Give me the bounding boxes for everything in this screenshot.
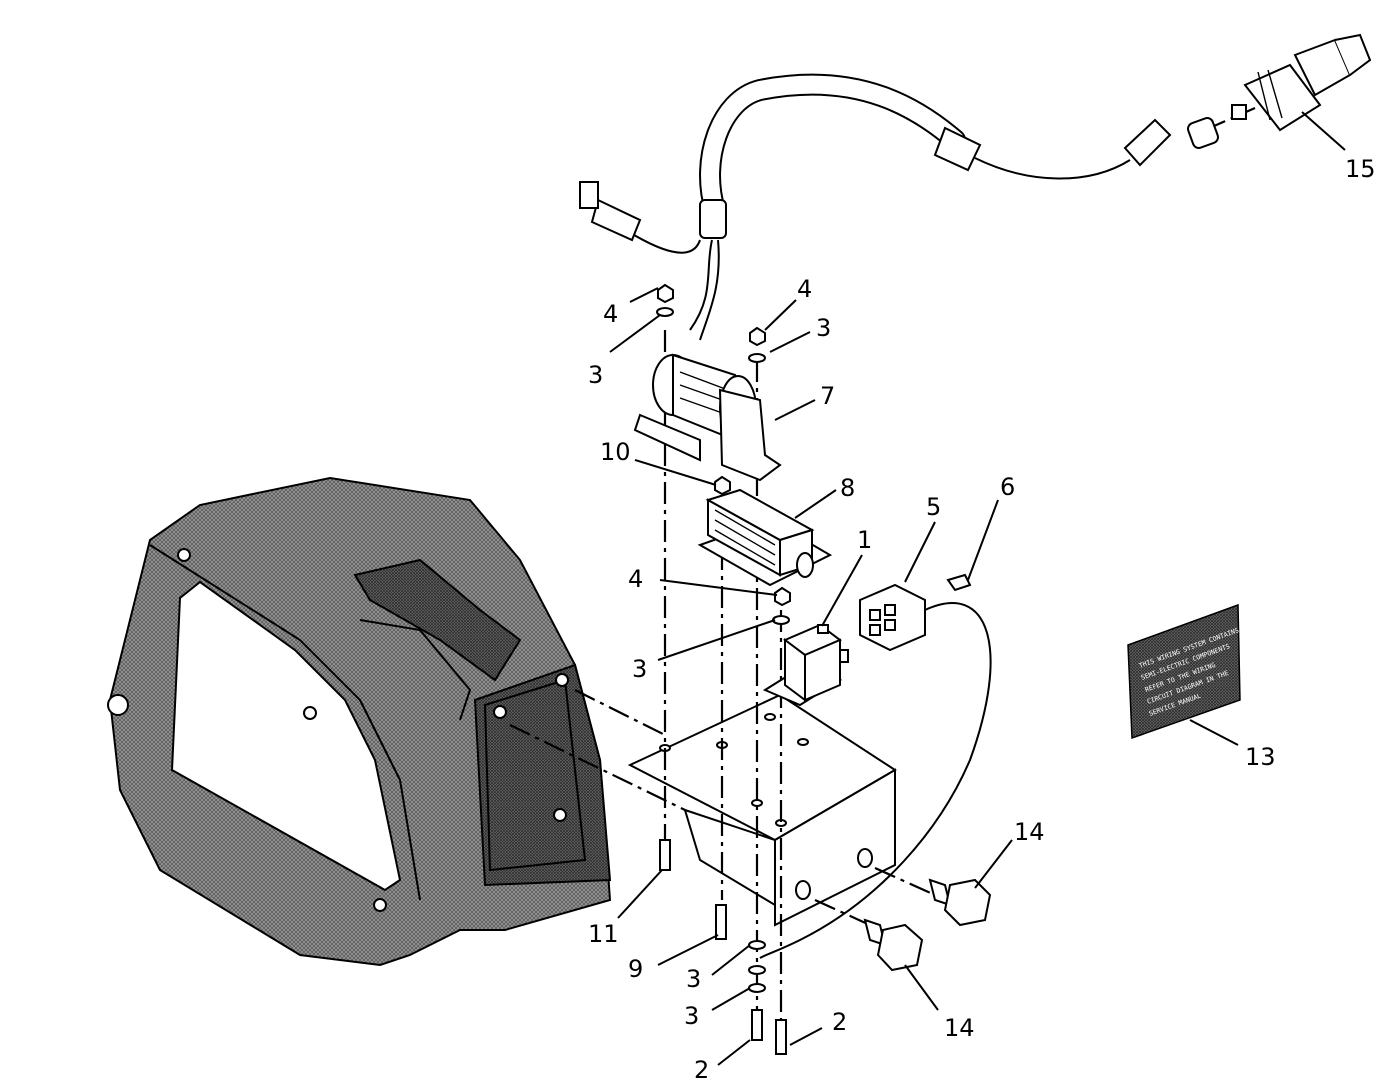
callout-5: 5	[926, 493, 941, 521]
callout-4: 4	[603, 300, 618, 328]
hex-bolts	[863, 878, 992, 972]
leader-lines	[609, 111, 1346, 1066]
callout-3: 3	[816, 314, 831, 342]
callout-13: 13	[1245, 743, 1276, 771]
callout-labels: 15 4 3 4 3 7 10 8 6 5 1 4 3 13 14 11 9 3…	[588, 155, 1376, 1084]
fasteners	[656, 283, 791, 1055]
assembly-lines	[509, 106, 1256, 1020]
connector-harness	[759, 573, 992, 959]
callout-1: 1	[857, 526, 872, 554]
callout-4: 4	[628, 565, 643, 593]
callout-2: 2	[694, 1056, 709, 1084]
mounting-bracket	[627, 693, 897, 927]
warning-decal: THIS WIRING SYSTEM CONTAINS SEMI-ELECTRI…	[1127, 603, 1241, 740]
temperature-sender	[1187, 33, 1372, 149]
callout-2: 2	[832, 1008, 847, 1036]
callout-3: 3	[632, 655, 647, 683]
instrument-housing	[107, 476, 612, 967]
callout-9: 9	[628, 955, 643, 983]
relay	[762, 623, 849, 707]
callout-15: 15	[1345, 155, 1376, 183]
callout-14: 14	[1014, 818, 1045, 846]
callout-14: 14	[944, 1014, 975, 1042]
wiring-harness	[579, 73, 1172, 341]
resistor	[697, 488, 833, 587]
callout-3: 3	[686, 965, 701, 993]
callout-4: 4	[797, 275, 812, 303]
callout-10: 10	[600, 438, 631, 466]
coil-assembly	[633, 353, 782, 482]
callout-3: 3	[588, 361, 603, 389]
callout-3: 3	[684, 1002, 699, 1030]
callout-11: 11	[588, 920, 619, 948]
callout-7: 7	[820, 382, 835, 410]
callout-8: 8	[840, 474, 855, 502]
callout-6: 6	[1000, 473, 1015, 501]
